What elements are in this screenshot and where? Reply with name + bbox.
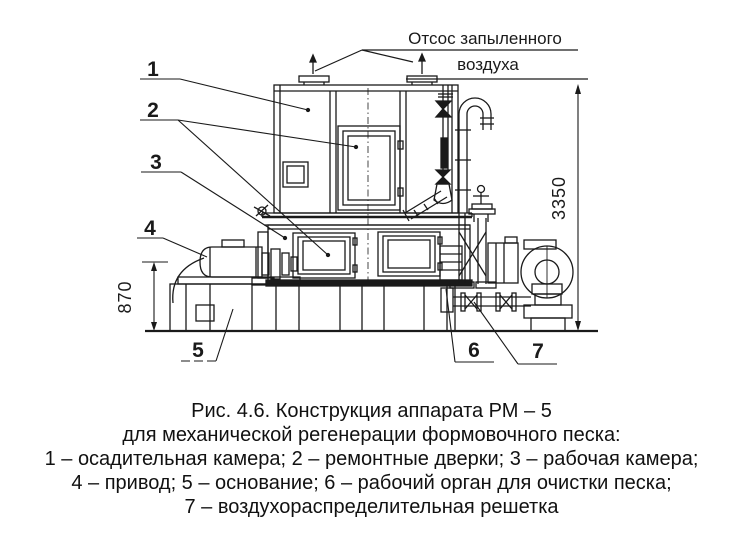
callout-6: 6 <box>468 339 480 362</box>
annotation-line2: воздуха <box>457 55 519 74</box>
fan-blower <box>520 239 574 332</box>
callout-1: 1 <box>147 58 159 81</box>
callout-7: 7 <box>532 340 544 363</box>
support-column <box>449 213 497 289</box>
dim-3350-label: 3350 <box>549 176 569 220</box>
chamber-flange-band <box>261 212 473 226</box>
repair-door-lower-right <box>377 231 443 277</box>
sand-cleaning-unit <box>439 245 463 281</box>
fan-motor-block <box>487 236 519 284</box>
dimension-3350: 3350 <box>549 84 581 331</box>
repair-door-lower-left <box>292 232 358 279</box>
callout-2: 2 <box>147 99 159 122</box>
drive-motor <box>172 239 301 304</box>
suction-nozzles <box>298 52 438 85</box>
callout-5: 5 <box>192 339 204 362</box>
dim-870-label: 870 <box>115 280 135 313</box>
hinge-bracket <box>251 204 275 286</box>
caption-legend-line1: 1 – осадительная камера; 2 – ремонтные д… <box>44 448 699 470</box>
base-frame <box>169 283 456 332</box>
caption-legend-line3: 7 – воздухораспределительная решетка <box>184 496 559 518</box>
callout-leaders <box>137 78 557 365</box>
handwheel-valve <box>468 184 496 222</box>
callout-numbers: 1 2 3 4 5 6 7 <box>144 58 544 363</box>
inspection-window <box>282 161 309 188</box>
callout-3: 3 <box>150 151 162 174</box>
caption-legend-line2: 4 – привод; 5 – основание; 6 – рабочий о… <box>71 472 672 494</box>
caption-subtitle: для механической регенерации формовочног… <box>122 424 621 446</box>
inclined-chute <box>402 190 448 222</box>
repair-door-upper <box>337 125 404 211</box>
caption-title: Рис. 4.6. Конструкция аппарата РМ – 5 <box>191 400 552 422</box>
callout-4: 4 <box>144 217 156 240</box>
valve-pipe <box>433 85 453 205</box>
downcomer-duct <box>455 97 494 213</box>
dimension-870: 870 <box>115 261 168 331</box>
air-distribution-pipe <box>440 287 531 313</box>
suction-annotation: Отсос запыленного воздуха <box>314 29 588 80</box>
figure-caption: Рис. 4.6. Конструкция аппарата РМ – 5 дл… <box>0 399 743 519</box>
annotation-line1: Отсос запыленного <box>408 29 562 48</box>
